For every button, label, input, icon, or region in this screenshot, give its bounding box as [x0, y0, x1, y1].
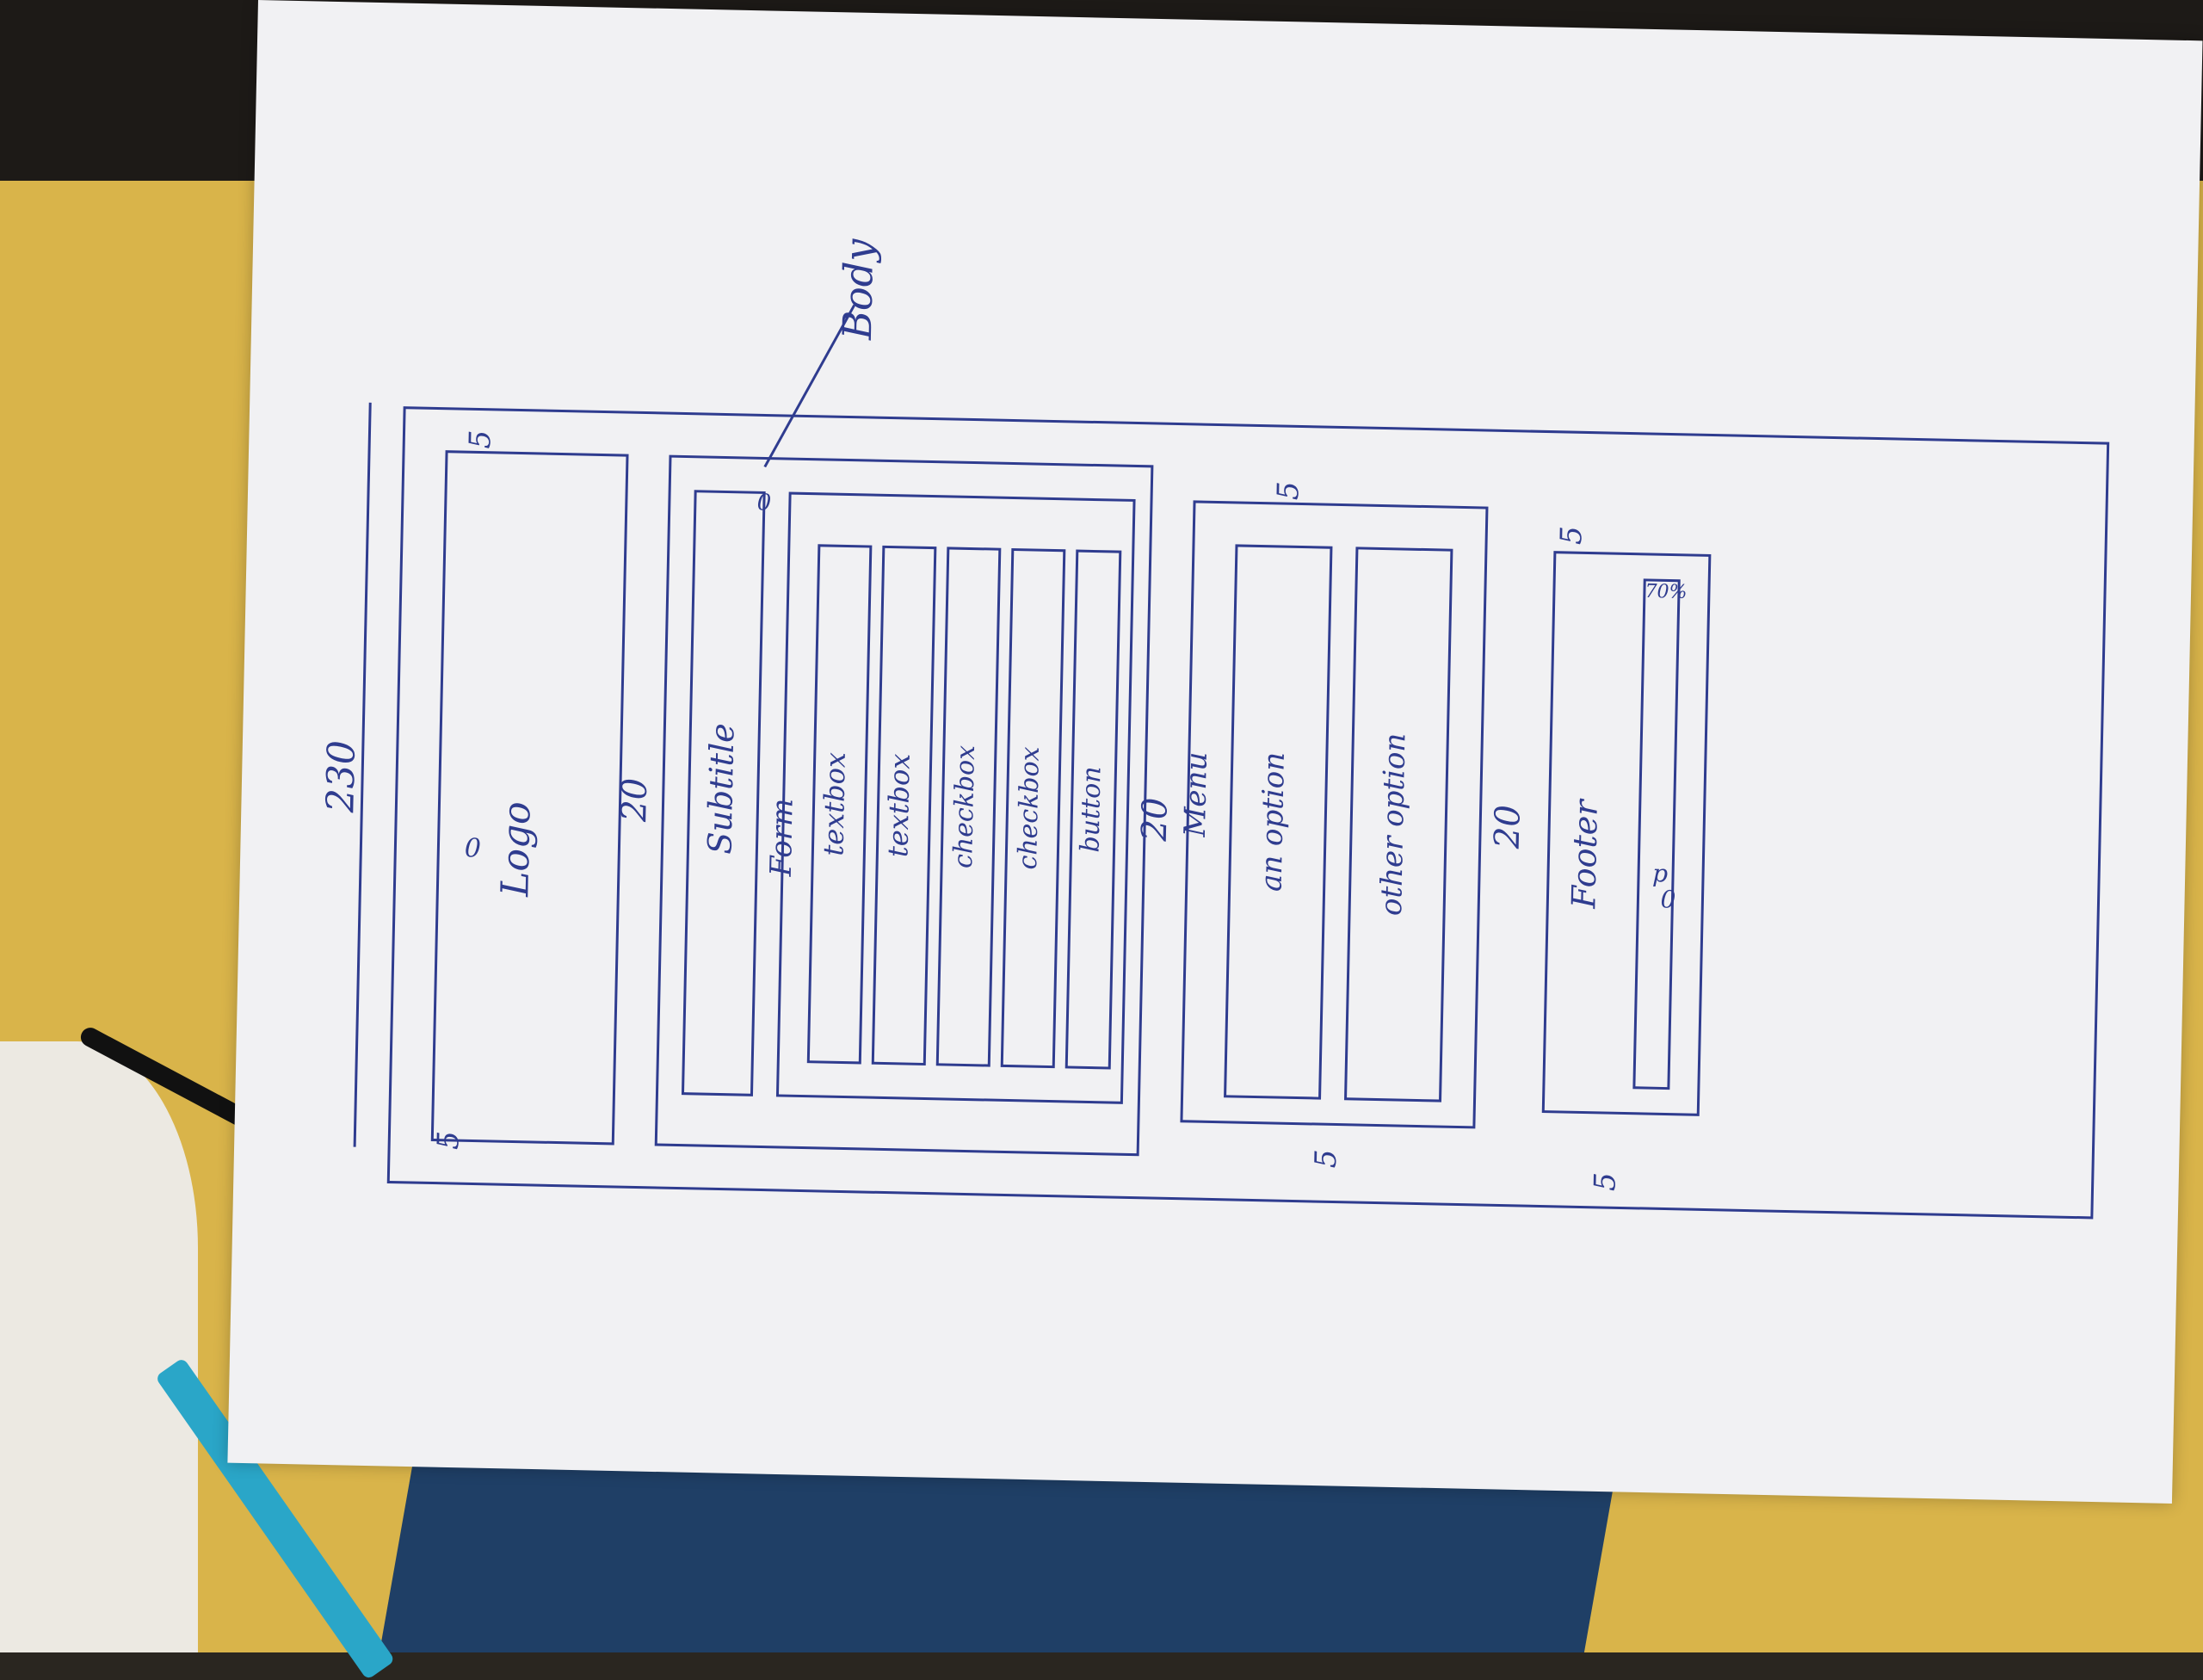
dimension-footer-zero: 0 [1660, 885, 1676, 913]
footer-p-box [1634, 580, 1679, 1089]
paper-sheet: Logo Body Subtitle Form textbox textbox … [227, 0, 2202, 1504]
footer-label: Footer [1564, 797, 1605, 910]
checkbox-1-label: checkbox [948, 744, 981, 868]
subtitle-label: Subtitle [700, 723, 741, 855]
logo-label: Logo [493, 801, 539, 898]
logo-box [432, 452, 627, 1144]
option-1-label: an option [1255, 751, 1292, 892]
dimension-total-width: 230 [318, 740, 364, 814]
dimension-subtitle-zero: 0 [756, 490, 771, 516]
button-label: button [1075, 766, 1107, 853]
dimension-top-gap: 5 [463, 429, 497, 448]
dimension-logo-zero: 0 [464, 833, 481, 863]
textbox-2-label: textbox [881, 753, 916, 857]
dimension-bottom-gap: 5 [431, 1131, 466, 1150]
dimension-footer-top-gap: 5 [1554, 526, 1589, 545]
dimension-footer-bottom-gap: 5 [1588, 1172, 1622, 1191]
form-label: Form [764, 798, 800, 878]
textbox-1-label: textbox [817, 752, 852, 856]
dimension-gap-menu-footer: 20 [1488, 805, 1528, 850]
footer-p-label: p [1652, 859, 1669, 887]
dimension-gap-logo-body: 20 [614, 777, 655, 823]
wireframe-sketch: Logo Body Subtitle Form textbox textbox … [227, 0, 2202, 1504]
menu-label: Menu [1178, 751, 1214, 838]
dimension-menu-bottom-gap: 5 [1309, 1149, 1343, 1168]
dimension-gap-body-menu: 20 [1135, 797, 1176, 843]
body-annotation: Body [834, 238, 882, 341]
body-arrow [765, 303, 855, 468]
option-2-label: other option [1374, 732, 1412, 916]
tissue [0, 1041, 198, 1652]
footer-p-value: 70% [1645, 581, 1687, 603]
dimension-menu-top-gap: 5 [1271, 481, 1305, 500]
checkbox-2-label: checkbox [1013, 746, 1046, 870]
